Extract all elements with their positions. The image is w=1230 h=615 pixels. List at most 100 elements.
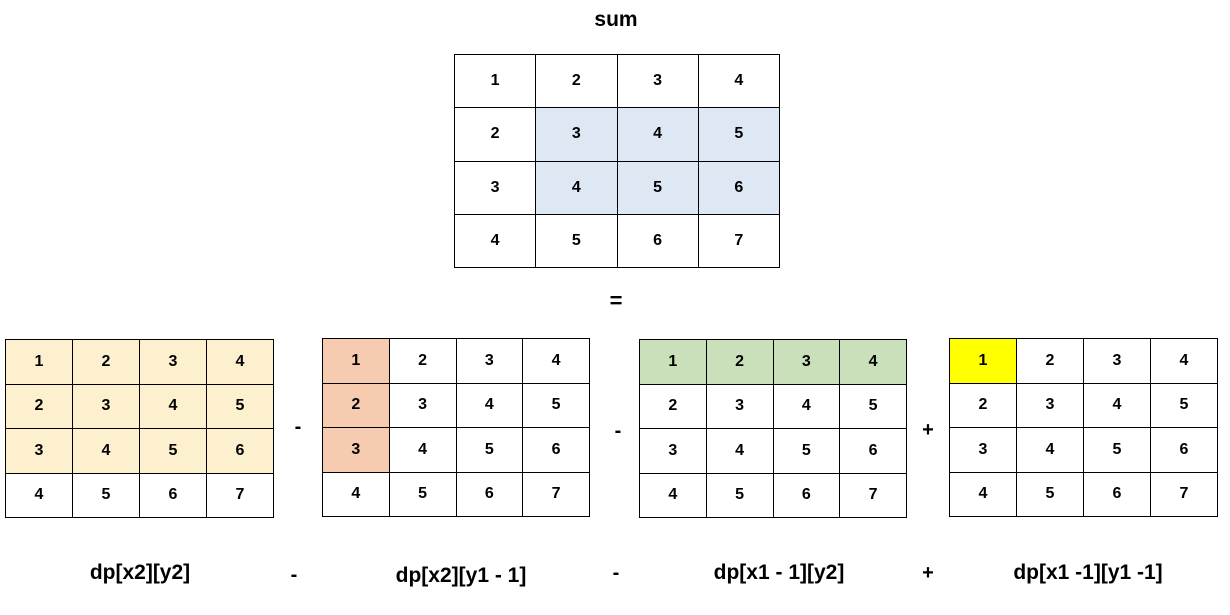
grid-cell: 3 xyxy=(388,382,457,428)
cell-value: 3 xyxy=(653,72,663,90)
cell-value: 4 xyxy=(351,485,361,503)
grid-cell: 6 xyxy=(697,160,781,215)
cell-value: 4 xyxy=(653,125,663,143)
grid-cell: 4 xyxy=(839,339,907,385)
cell-value: 7 xyxy=(734,231,744,249)
cell-value: 4 xyxy=(1045,440,1055,458)
grid-cell: 2 xyxy=(453,107,537,162)
grid-row: 1 2 3 4 xyxy=(639,339,907,385)
grid-cell: 4 xyxy=(705,428,774,474)
caption-dp-x2-y1minus1: dp[x2][y1 - 1] xyxy=(395,564,527,587)
grid-cell: 3 xyxy=(5,428,73,474)
grid-cell: 2 xyxy=(1016,338,1084,384)
cell-value: 1 xyxy=(490,72,500,90)
grid-cell: 5 xyxy=(1083,427,1151,473)
grid-cell: 5 xyxy=(772,428,841,474)
grid-cell: 5 xyxy=(697,107,781,162)
cell-value: 4 xyxy=(1179,351,1189,369)
cell-value: 4 xyxy=(490,231,500,249)
caption-dp-x2-y2: dp[x2][y2] xyxy=(89,561,191,584)
grid-cell: 4 xyxy=(1150,338,1218,384)
cell-value: 4 xyxy=(418,440,428,458)
cell-value: 5 xyxy=(418,485,428,503)
grid-cell: 5 xyxy=(522,382,590,428)
grid-cell: 3 xyxy=(139,339,207,385)
grid-cell: 5 xyxy=(206,383,274,429)
grid-cell: 5 xyxy=(388,471,457,517)
cell-value: 3 xyxy=(168,352,178,370)
grid-cell: 4 xyxy=(388,427,457,473)
grid-cell: 4 xyxy=(139,383,207,429)
cell-value: 7 xyxy=(1179,485,1189,503)
grid-cell: 4 xyxy=(322,471,390,517)
grid-cell: 4 xyxy=(1016,427,1084,473)
cell-value: 6 xyxy=(868,441,878,459)
grid-cell: 4 xyxy=(639,472,707,518)
cell-value: 6 xyxy=(168,486,178,504)
cell-value: 2 xyxy=(34,397,44,415)
cell-value: 3 xyxy=(978,440,988,458)
grid-cell: 4 xyxy=(697,53,781,109)
grid-cell: 2 xyxy=(705,339,774,385)
cell-value: 1 xyxy=(978,351,988,369)
cell-value: 5 xyxy=(551,396,561,414)
grid-cell: 3 xyxy=(1083,338,1151,384)
minus-operator-2: - xyxy=(614,420,622,442)
grid-cell: 2 xyxy=(322,382,390,428)
grid-cell: 5 xyxy=(535,213,618,269)
caption-plus: + xyxy=(922,562,934,584)
cell-value: 1 xyxy=(668,352,678,370)
grid-cell: 5 xyxy=(616,160,699,215)
cell-value: 3 xyxy=(571,125,581,143)
grid-cell: 1 xyxy=(5,339,73,385)
cell-value: 6 xyxy=(1179,440,1189,458)
grid-cell: 6 xyxy=(206,428,274,474)
grid-cell: 2 xyxy=(5,383,73,429)
minus-operator-1: - xyxy=(294,416,302,438)
cell-value: 1 xyxy=(351,351,361,369)
cell-value: 6 xyxy=(551,440,561,458)
grid-cell: 7 xyxy=(839,472,907,518)
cell-value: 5 xyxy=(101,486,111,504)
cell-value: 2 xyxy=(735,352,745,370)
cell-value: 2 xyxy=(418,351,428,369)
cell-value: 7 xyxy=(235,486,245,504)
grid-cell: 2 xyxy=(72,339,140,385)
cell-value: 2 xyxy=(101,352,111,370)
grid-cell: 4 xyxy=(72,428,140,474)
cell-value: 6 xyxy=(801,486,811,504)
equals-sign: = xyxy=(609,288,623,313)
grid-cell: 6 xyxy=(1083,471,1151,517)
cell-value: 7 xyxy=(868,486,878,504)
grid-row: 4 5 6 7 xyxy=(949,471,1218,517)
cell-value: 6 xyxy=(235,441,245,459)
plus-operator: + xyxy=(922,419,934,441)
grid-cell: 7 xyxy=(206,472,274,518)
grid-cell: 4 xyxy=(949,471,1017,517)
cell-value: 5 xyxy=(1112,440,1122,458)
grid-cell: 4 xyxy=(453,213,537,269)
cell-value: 3 xyxy=(34,441,44,459)
grid-cell: 7 xyxy=(697,213,781,269)
cell-value: 3 xyxy=(1045,396,1055,414)
cell-value: 4 xyxy=(101,441,111,459)
cell-value: 5 xyxy=(484,440,494,458)
caption-minus-2: - xyxy=(612,562,620,584)
cell-value: 5 xyxy=(1045,485,1055,503)
cell-value: 3 xyxy=(801,352,811,370)
grid-cell: 2 xyxy=(535,53,618,109)
